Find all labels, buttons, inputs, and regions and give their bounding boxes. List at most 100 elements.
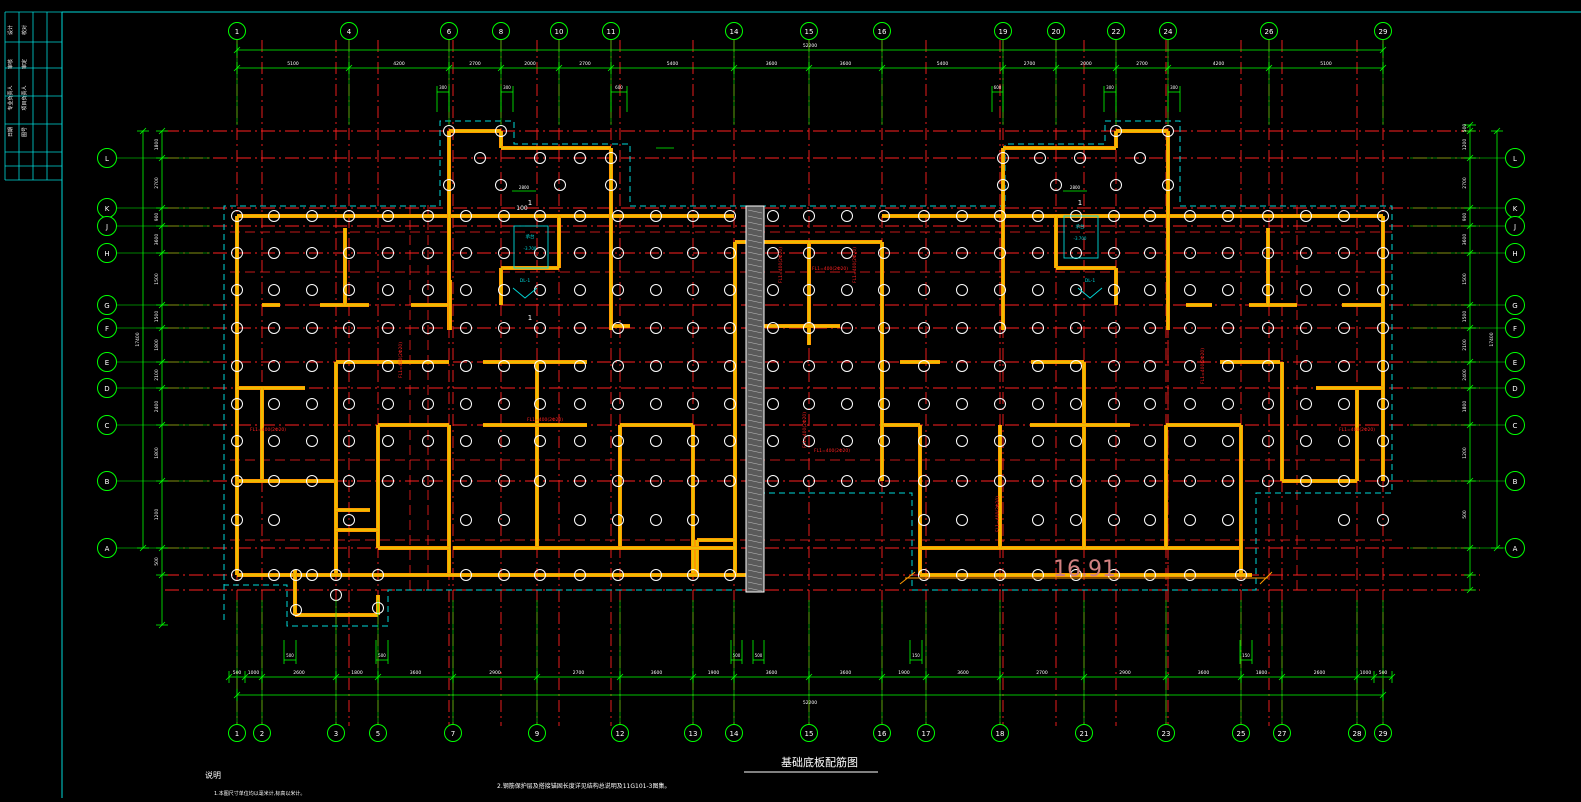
pile [1032, 398, 1044, 410]
dimension-text: 3600 [154, 234, 160, 246]
dimension-text: 1000 [248, 670, 260, 676]
dimension-tick [1370, 673, 1378, 681]
axis-bubble-label: 17 [922, 730, 931, 738]
expansion-joint-hatch [747, 575, 763, 580]
dimension-text: 500 [755, 653, 763, 658]
dimension-text: 150 [1242, 653, 1250, 658]
expansion-joint-hatch [747, 503, 763, 508]
pile [767, 398, 779, 410]
pile [803, 210, 815, 222]
pile [1108, 284, 1120, 296]
axis-bubble-label: 21 [1080, 730, 1089, 738]
pile [612, 284, 624, 296]
axis-bubble-label: C [1513, 422, 1518, 430]
dimension-text: 2400 [154, 401, 160, 413]
expansion-joint-hatch [747, 551, 763, 556]
title-block-text: 审定 [21, 59, 28, 69]
note-1: 1.本图尺寸单位均以毫米计,标高以米计。 [214, 790, 305, 797]
pile [841, 398, 853, 410]
dimension-text: 500 [1462, 510, 1468, 519]
pile [343, 247, 355, 259]
pile [997, 152, 1009, 164]
pile [330, 569, 342, 581]
expansion-joint-hatch [747, 359, 763, 364]
pile [382, 360, 394, 372]
pile [306, 569, 318, 581]
axis-bubble-label: F [105, 325, 109, 333]
pile [1222, 247, 1234, 259]
reinforcement-note: FL1=400(2Φ20) [1339, 427, 1375, 433]
expansion-joint-hatch [747, 425, 763, 430]
elevation-mark [1077, 287, 1103, 299]
pile [1162, 125, 1174, 137]
pile [878, 322, 890, 334]
title-block-text: 图号 [22, 127, 28, 137]
dimension-text: 1800 [1462, 401, 1468, 413]
pile [1300, 322, 1312, 334]
pile [1032, 475, 1044, 487]
pile [382, 398, 394, 410]
pile [918, 247, 930, 259]
section-mark: 1 [1078, 199, 1082, 207]
expansion-joint-hatch [747, 299, 763, 304]
pile [612, 210, 624, 222]
expansion-joint-hatch [747, 491, 763, 496]
pile [724, 247, 736, 259]
axis-bubble-label: 6 [447, 28, 452, 36]
expansion-joint-hatch [747, 401, 763, 406]
notes-heading: 说明 [205, 770, 221, 780]
pile [1377, 284, 1389, 296]
pile [382, 435, 394, 447]
expansion-joint-hatch [747, 257, 763, 262]
dimension-text-100: 100 [516, 205, 528, 212]
dimension-text: 4200 [393, 61, 405, 67]
dim-arrow [1259, 571, 1273, 585]
expansion-joint-hatch [747, 263, 763, 268]
pile [878, 398, 890, 410]
pile [687, 398, 699, 410]
axis-bubble [228, 724, 246, 742]
dimension-text: 2700 [154, 177, 160, 189]
pile [767, 435, 779, 447]
beam-label: DL-1 [520, 278, 531, 284]
title-block-text: 设计 [7, 25, 14, 35]
dimension-text: 1000 [1360, 670, 1372, 676]
pile [498, 360, 510, 372]
pile [498, 514, 510, 526]
pile [306, 435, 318, 447]
dimension-text: 300 [439, 85, 447, 90]
dimension-tick [1388, 673, 1396, 681]
pile [1262, 247, 1274, 259]
pile [878, 435, 890, 447]
pile [1338, 514, 1350, 526]
axis-bubble [369, 724, 387, 742]
dimension-text: 5400 [937, 61, 949, 67]
pile [956, 322, 968, 334]
dimension-text: 1900 [898, 670, 910, 676]
expansion-joint-hatch [747, 533, 763, 538]
dimension-text: 17400 [1489, 332, 1495, 346]
pile [767, 322, 779, 334]
dimension-text: 1500 [1462, 311, 1468, 323]
axis-bubble [327, 724, 345, 742]
axis-bubble [528, 724, 546, 742]
axis-bubble [1505, 538, 1525, 558]
dimension-text: 900 [154, 213, 160, 222]
pile [343, 360, 355, 372]
pile [1144, 569, 1156, 581]
dimension-text: 52200 [803, 700, 817, 706]
pile [878, 247, 890, 259]
axis-bubble [1505, 318, 1525, 338]
pile [534, 435, 546, 447]
pile [1050, 179, 1062, 191]
pile [1070, 322, 1082, 334]
pile [605, 152, 617, 164]
expansion-joint-hatch [747, 365, 763, 370]
dimension-text: 5400 [667, 61, 679, 67]
pile [612, 322, 624, 334]
pile [1074, 152, 1086, 164]
dimension-text: 1800 [1256, 670, 1268, 676]
reinforcement-note: FL1=400(2Φ20) [398, 342, 404, 378]
